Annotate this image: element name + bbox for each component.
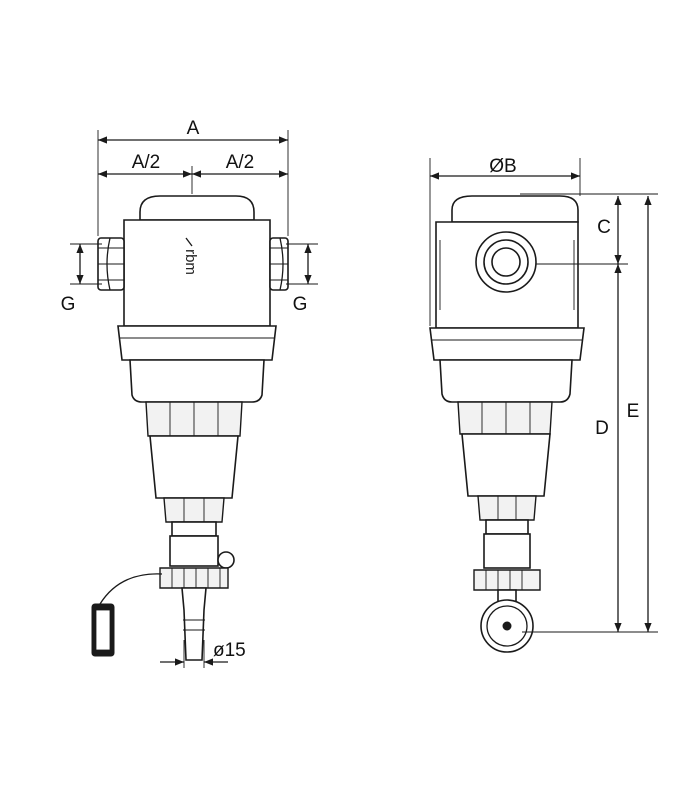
side-bowl [439, 359, 573, 403]
side-valve-ring [473, 569, 541, 591]
side-port [475, 231, 537, 293]
dim-label-a-half-right: A/2 [226, 152, 255, 173]
dim-label-d: D [595, 418, 609, 439]
front-valve-body [169, 535, 219, 567]
dim-label-outlet: ø15 [213, 640, 246, 661]
front-bowl [129, 359, 265, 403]
dim-label-a-half-left: A/2 [132, 152, 161, 173]
front-small-hex [163, 497, 225, 523]
side-band [429, 327, 585, 361]
front-top-cap [139, 195, 255, 221]
logo-mark-icon [185, 237, 193, 247]
front-cap-tether [99, 573, 163, 605]
front-valve-stem [171, 521, 217, 537]
dim-label-diameter-b: ØB [489, 156, 516, 177]
front-valve-ring [159, 567, 229, 589]
side-lower-body [461, 433, 551, 497]
side-valve-body [483, 533, 531, 569]
dim-label-g-left: G [61, 294, 76, 315]
side-valve-stem [485, 519, 529, 535]
front-band [117, 325, 277, 361]
dim-label-g-right: G [293, 294, 308, 315]
front-outlet-spout [181, 587, 207, 661]
dim-label-a: A [187, 118, 200, 139]
front-left-connection [97, 237, 125, 291]
dim-label-e: E [627, 401, 640, 422]
side-view: ØB C D E [429, 156, 658, 653]
side-top-cap [451, 195, 579, 223]
side-small-hex [477, 495, 537, 521]
front-right-connection [269, 237, 289, 291]
front-view: rbm [61, 118, 318, 668]
side-hex-ring [457, 401, 553, 435]
dim-label-c: C [597, 217, 611, 238]
front-logo: rbm [182, 249, 199, 275]
front-lower-body [149, 435, 239, 499]
front-valve-knob [217, 551, 235, 569]
side-cap-pin [502, 621, 512, 631]
